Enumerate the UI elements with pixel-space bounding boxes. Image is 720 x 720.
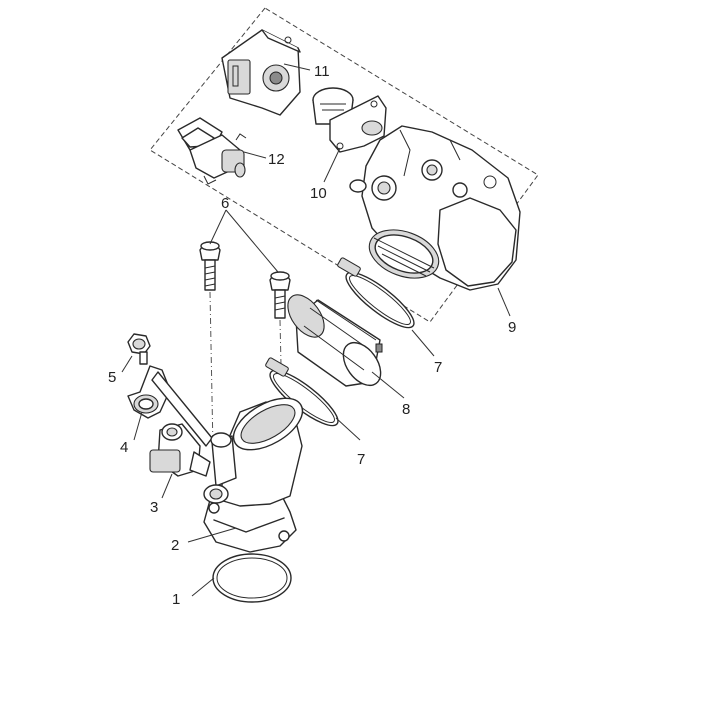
leader-12 bbox=[243, 151, 267, 159]
callout-9: 9 bbox=[508, 319, 516, 336]
leader-5 bbox=[121, 355, 133, 373]
part-12-sensor bbox=[177, 117, 247, 185]
part-1-o-ring bbox=[212, 553, 292, 603]
callout-10: 10 bbox=[310, 185, 327, 202]
leader-10 bbox=[323, 147, 341, 183]
callout-11: 11 bbox=[314, 63, 330, 80]
callout-7-lower: 7 bbox=[357, 451, 365, 468]
leader-8 bbox=[371, 371, 405, 399]
callout-1: 1 bbox=[172, 591, 180, 608]
callout-3: 3 bbox=[150, 499, 158, 516]
part-6-bolt-right bbox=[269, 271, 291, 319]
part-3-injector bbox=[149, 423, 211, 477]
leader-7-lower bbox=[335, 417, 361, 441]
part-10-idle-valve bbox=[312, 87, 387, 153]
leader-7-upper bbox=[411, 329, 435, 357]
assembly-boundary bbox=[149, 7, 539, 323]
bolt-right-centerline bbox=[279, 319, 285, 501]
leader-1 bbox=[191, 577, 215, 597]
part-7-clamp-upper bbox=[337, 257, 415, 329]
part-9-throttle-body bbox=[349, 125, 521, 291]
part-8-rubber-joint bbox=[287, 294, 383, 387]
leader-3 bbox=[161, 473, 173, 499]
callout-5: 5 bbox=[108, 369, 116, 386]
part-2-intake-manifold bbox=[203, 397, 304, 553]
part-5-nut bbox=[127, 333, 151, 365]
callout-7-upper: 7 bbox=[434, 359, 442, 376]
callout-12: 12 bbox=[268, 151, 285, 168]
leader-11 bbox=[283, 63, 311, 71]
callout-4: 4 bbox=[120, 439, 128, 456]
leader-4 bbox=[133, 411, 143, 441]
callout-8: 8 bbox=[402, 401, 410, 418]
leader-2 bbox=[187, 527, 237, 543]
leader-9 bbox=[497, 287, 511, 317]
callout-6: 6 bbox=[221, 195, 229, 212]
part-6-bolt-left bbox=[199, 241, 221, 291]
callout-2: 2 bbox=[171, 537, 179, 554]
part-4-bracket bbox=[127, 365, 213, 447]
part-11-position-sensor bbox=[221, 29, 301, 116]
leader-6 bbox=[209, 209, 279, 273]
bolt-left-centerline bbox=[209, 291, 214, 451]
